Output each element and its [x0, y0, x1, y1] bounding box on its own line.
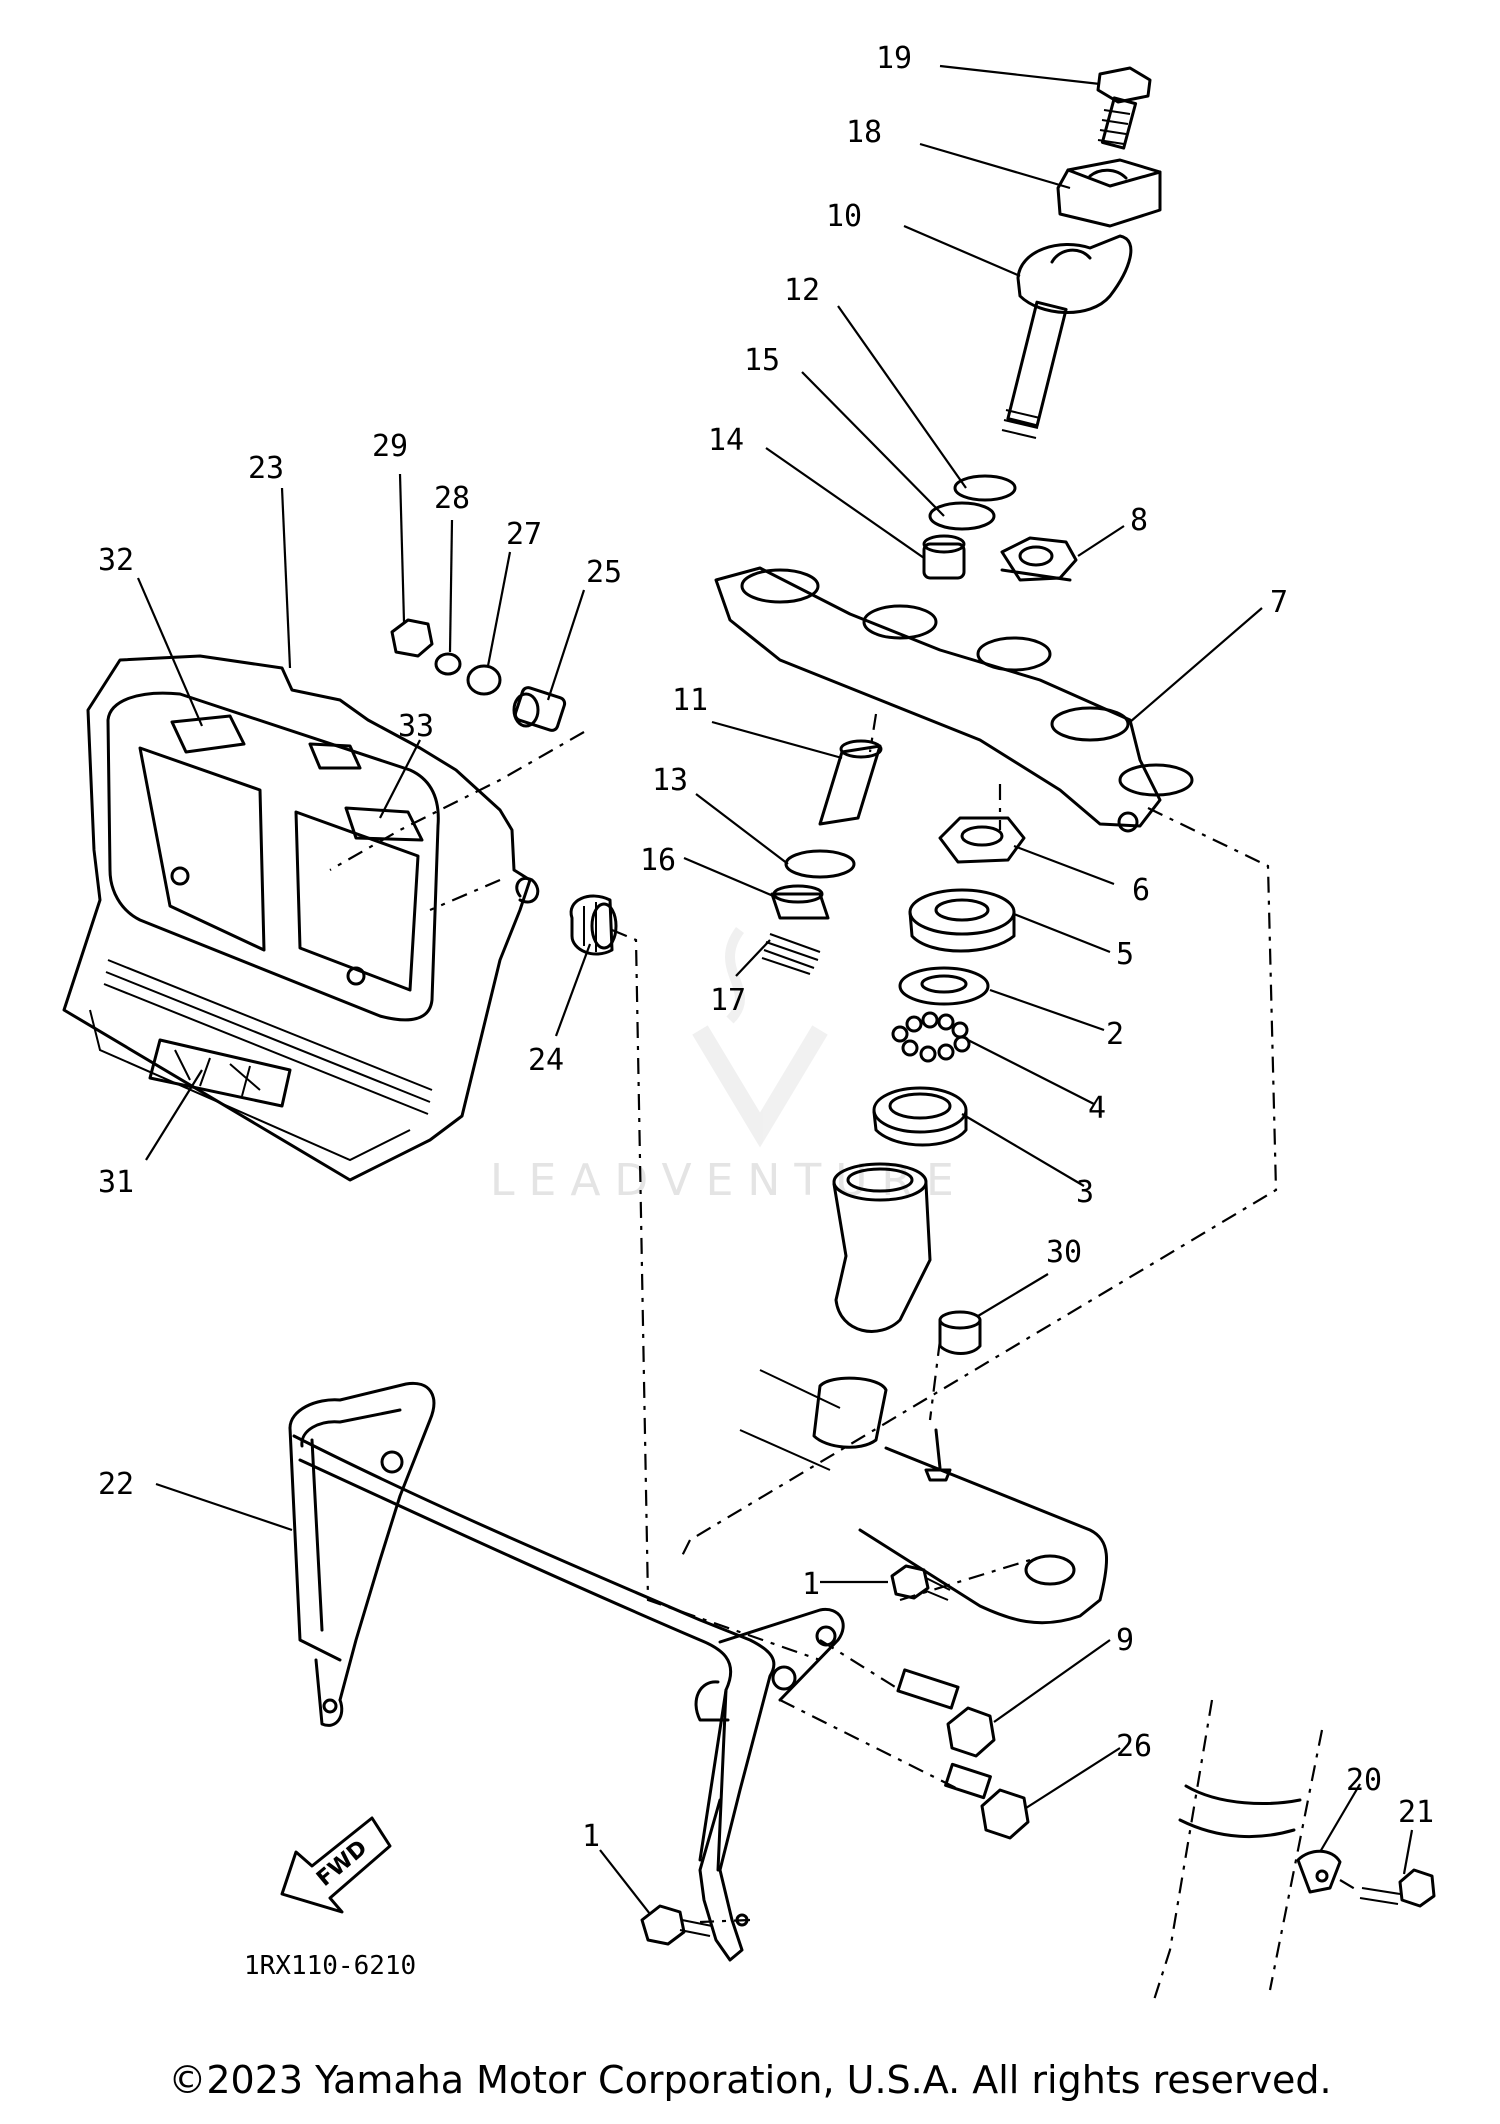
callout-18: 18 [846, 115, 882, 150]
callout-11: 11 [672, 683, 708, 718]
callout-1a: 1 [802, 1567, 820, 1602]
diagram-code: 1RX110-6210 [244, 1951, 416, 1981]
callout-14: 14 [708, 423, 744, 458]
callout-4: 4 [1088, 1091, 1106, 1126]
part-1-bolt-lower [640, 1904, 713, 1946]
part-29-nut [390, 618, 434, 658]
callout-3: 3 [1076, 1175, 1094, 1210]
callout-27: 27 [506, 517, 542, 552]
part-23-headlight-housing [62, 654, 540, 1182]
part-10-handlebar-holder [1001, 234, 1133, 439]
part-15-washer [928, 501, 996, 531]
watermark-logo-icon [692, 927, 828, 1148]
callout-8: 8 [1130, 503, 1148, 538]
callout-1b: 1 [582, 1819, 600, 1854]
callout-12: 12 [784, 273, 820, 308]
callout-10: 10 [826, 199, 862, 234]
part-2-ball-race [898, 966, 990, 1006]
fwd-label: FWD [312, 1836, 372, 1892]
callout-2: 2 [1106, 1017, 1124, 1052]
callout-24: 24 [528, 1043, 564, 1078]
part-22-headlight-stay [288, 1381, 845, 1962]
callout-19: 19 [876, 41, 912, 76]
callout-32: 32 [98, 543, 134, 578]
callout-30: 30 [1046, 1235, 1082, 1270]
part-12-washer [953, 474, 1017, 502]
part-13-washer [784, 849, 856, 879]
part-9-bolt [896, 1668, 996, 1758]
fwd-arrow-icon: FWD [280, 1816, 392, 1914]
callout-20: 20 [1346, 1763, 1382, 1798]
part-6-ring-nut [938, 816, 1026, 864]
part-17-spring [761, 933, 821, 975]
emblem [308, 742, 362, 770]
callout-6: 6 [1132, 873, 1150, 908]
callout-5: 5 [1116, 937, 1134, 972]
part-5-bearing-cover [908, 888, 1016, 953]
callout-23: 23 [248, 451, 284, 486]
part-18-handlebar-clamp [1056, 158, 1162, 228]
callout-29: 29 [372, 429, 408, 464]
callout-28: 28 [434, 481, 470, 516]
callout-7: 7 [1270, 585, 1288, 620]
part-21-screw [1359, 1868, 1436, 1908]
part-25-collar [512, 686, 567, 732]
part-14-collar [922, 534, 966, 580]
part-8-nut [1000, 536, 1078, 582]
callout-22: 22 [98, 1467, 134, 1502]
callout-17: 17 [710, 983, 746, 1018]
part-7-upper-bracket [714, 566, 1194, 833]
part-32-label [170, 714, 246, 754]
part-26-bolt [944, 1762, 1030, 1840]
part-31-emblem [148, 1038, 292, 1108]
steering-column [739, 1162, 1109, 1625]
fork-leg [1152, 1699, 1324, 2001]
callout-16: 16 [640, 843, 676, 878]
part-24-grommet [569, 894, 618, 956]
callout-25: 25 [586, 555, 622, 590]
callout-21: 21 [1398, 1795, 1434, 1830]
part-4-bearing-balls [891, 1011, 971, 1063]
part-19-bolt [1096, 66, 1152, 150]
callout-26: 26 [1116, 1729, 1152, 1764]
assembly-lines [329, 713, 1361, 1924]
part-3-ball-race [872, 1086, 968, 1147]
callout-9: 9 [1116, 1623, 1134, 1658]
part-16-collar [770, 884, 830, 920]
leader-lines [136, 64, 1414, 1915]
part-27-washer [466, 664, 502, 696]
callout-13: 13 [652, 763, 688, 798]
copyright-notice: ©2023 Yamaha Motor Corporation, U.S.A. A… [168, 2058, 1332, 2102]
part-28-washer [434, 652, 462, 676]
part-11-sleeve [818, 739, 883, 826]
part-20-clamp [1296, 1849, 1342, 1894]
part-33-label [344, 806, 424, 842]
callout-33: 33 [398, 709, 434, 744]
part-30-stopper [938, 1310, 982, 1355]
callout-31: 31 [98, 1165, 134, 1200]
callout-labels: 19 18 10 12 15 14 8 7 23 29 28 27 25 32 … [98, 41, 1434, 1854]
part-1-bolt-upper [890, 1564, 951, 1601]
callout-15: 15 [744, 343, 780, 378]
